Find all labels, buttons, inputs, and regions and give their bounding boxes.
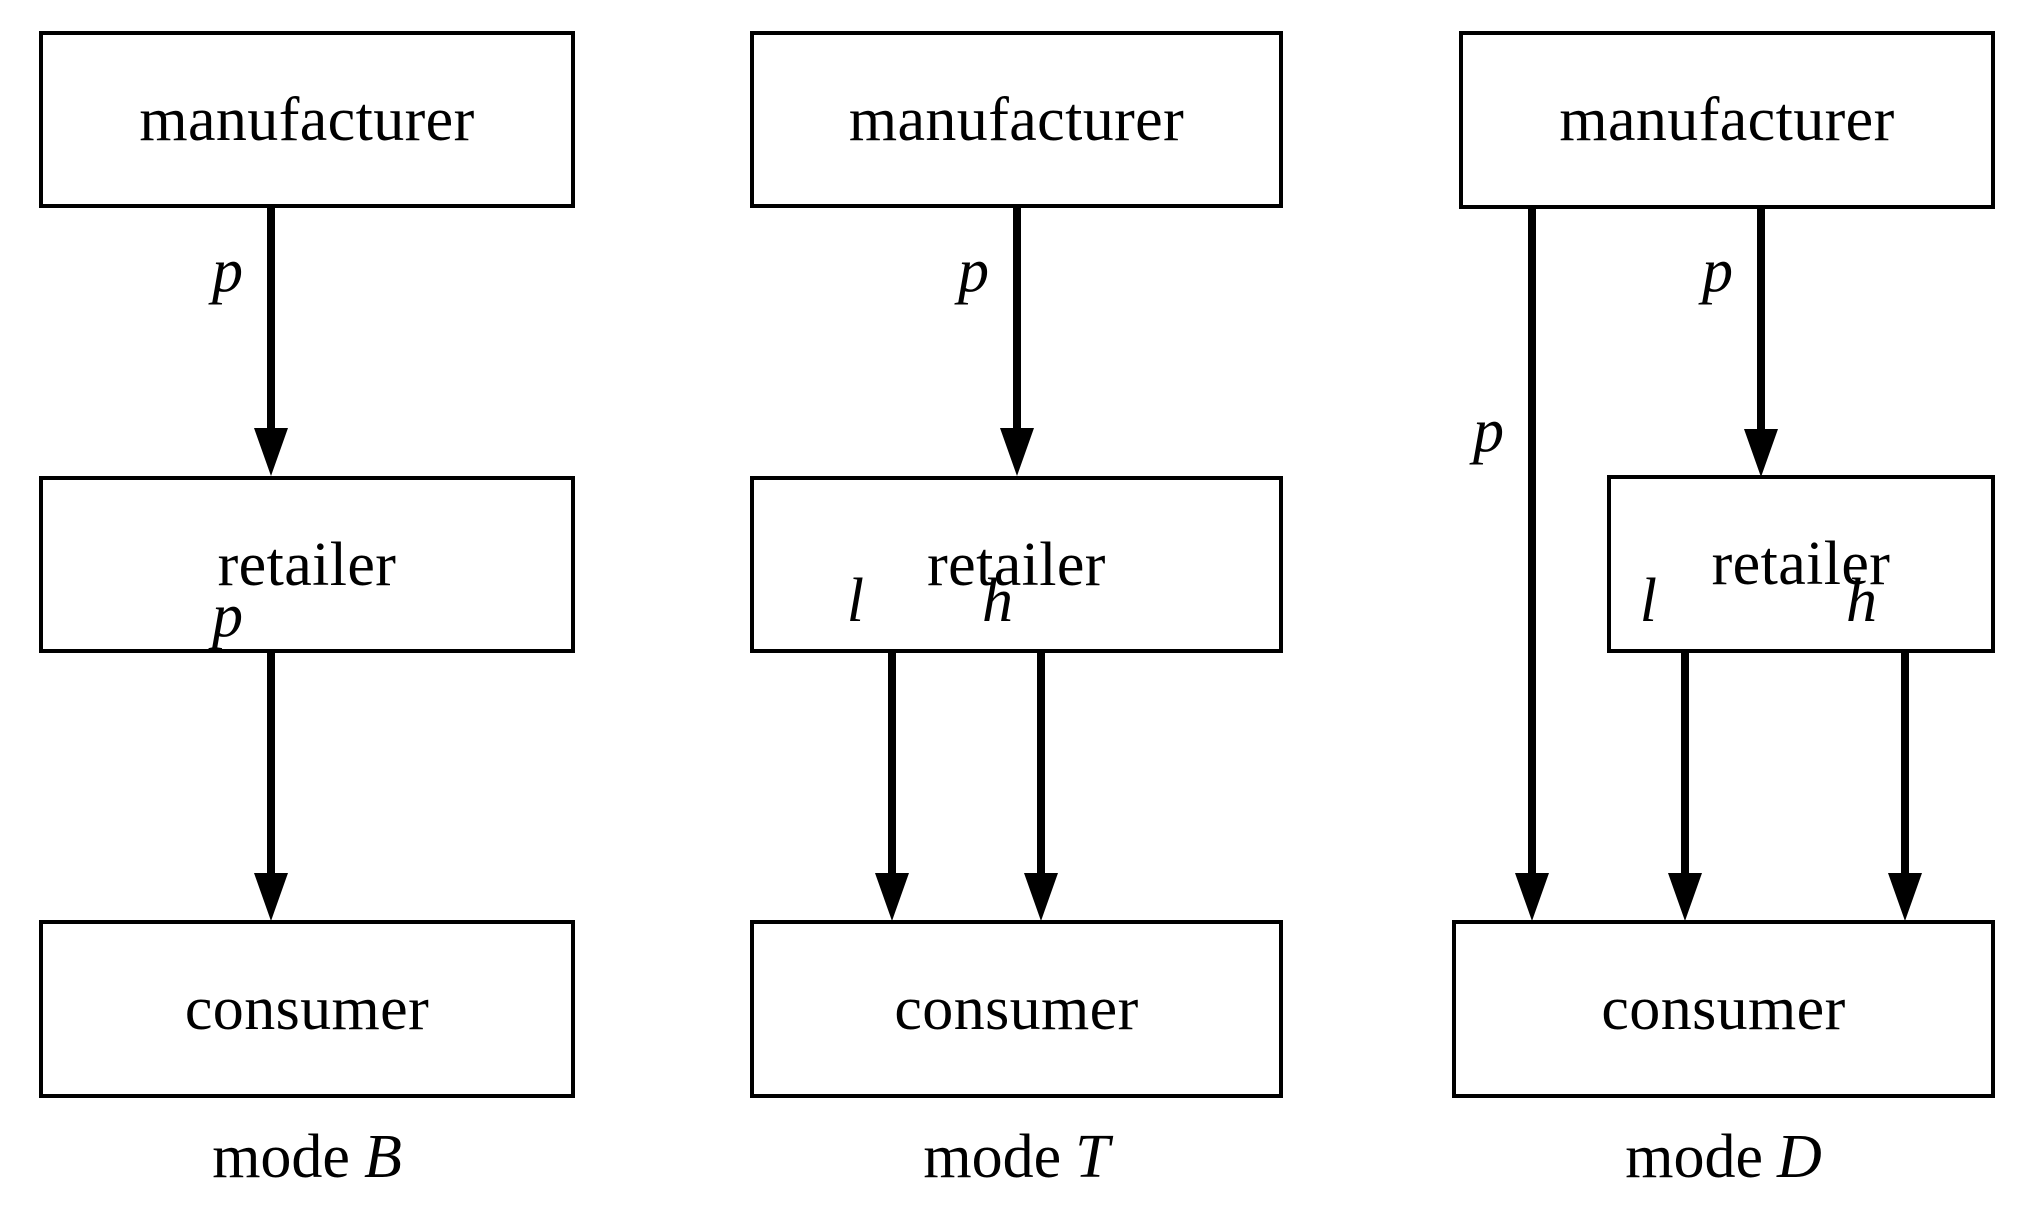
panel-t-edge-label-h: h bbox=[982, 567, 1013, 635]
panel-d-consumer-label: consumer bbox=[1601, 975, 1846, 1043]
panel-t-consumer-label: consumer bbox=[894, 975, 1139, 1043]
panel-t-manufacturer-box: manufacturer bbox=[750, 31, 1283, 208]
panel-t-caption-prefix: mode bbox=[923, 1123, 1062, 1191]
panel-d-edge-label-l: l bbox=[1639, 567, 1657, 635]
panel-t-edge-label-p: p bbox=[958, 237, 989, 305]
panel-t-edge-retailer-consumer-l bbox=[874, 651, 910, 923]
panel-d-manufacturer-label: manufacturer bbox=[1559, 86, 1895, 154]
panel-b-retailer-box: retailer bbox=[39, 476, 575, 653]
panel-d-edge-retailer-consumer-l bbox=[1667, 651, 1703, 923]
panel-d-edge-label-h: h bbox=[1846, 567, 1877, 635]
panel-t-edge-retailer-consumer-h bbox=[1023, 651, 1059, 923]
panel-b-retailer-label: retailer bbox=[217, 530, 397, 599]
panel-d-consumer-box: consumer bbox=[1452, 920, 1995, 1098]
panel-b-edge-label-p-upper: p bbox=[212, 237, 243, 305]
panel-t-edge-manufacturer-retailer bbox=[999, 206, 1035, 478]
panel-d-caption-symbol: D bbox=[1776, 1123, 1822, 1191]
panel-d-retailer-label: retailer bbox=[1711, 530, 1891, 598]
panel-b-caption-symbol: B bbox=[363, 1123, 402, 1191]
panel-d-retailer-box: retailer bbox=[1607, 475, 1995, 653]
panel-d-caption-prefix: mode bbox=[1625, 1123, 1763, 1191]
panel-t-manufacturer-label: manufacturer bbox=[848, 85, 1185, 154]
panel-b-edge-retailer-consumer bbox=[253, 651, 289, 923]
panel-b-manufacturer-label: manufacturer bbox=[139, 85, 475, 154]
panel-d-edge-label-p-retailer: p bbox=[1702, 237, 1733, 305]
panel-t-caption-symbol: T bbox=[1075, 1123, 1110, 1191]
panel-d-manufacturer-box: manufacturer bbox=[1459, 31, 1995, 209]
panel-d-edge-manufacturer-consumer bbox=[1514, 207, 1550, 923]
panel-b-edge-label-p-lower: p bbox=[212, 582, 243, 650]
panel-b-manufacturer-box: manufacturer bbox=[39, 31, 575, 208]
panel-t-retailer-box: retailer bbox=[750, 476, 1283, 653]
panel-b-caption-prefix: mode bbox=[212, 1123, 350, 1191]
panel-b-edge-manufacturer-retailer bbox=[253, 206, 289, 478]
panel-d-edge-retailer-consumer-h bbox=[1887, 651, 1923, 923]
panel-t-retailer-label: retailer bbox=[927, 530, 1106, 599]
panel-b-consumer-box: consumer bbox=[39, 920, 575, 1098]
panel-b-consumer-label: consumer bbox=[184, 975, 430, 1043]
panel-t-edge-label-l: l bbox=[846, 567, 864, 635]
panel-t-consumer-box: consumer bbox=[750, 920, 1283, 1098]
panel-d-edge-label-p-bypass: p bbox=[1473, 397, 1504, 465]
panel-d-edge-manufacturer-retailer bbox=[1743, 207, 1779, 479]
